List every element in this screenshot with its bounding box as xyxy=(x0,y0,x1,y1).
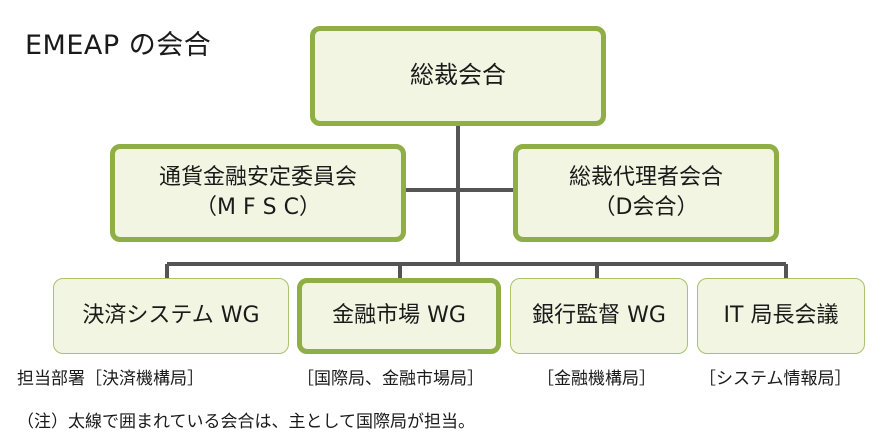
node-deputies-name: 総裁代理者会合 xyxy=(568,164,723,190)
node-governors-label: 総裁会合 xyxy=(410,61,506,90)
node-mfsc-abbr: （M F S C） xyxy=(195,195,321,220)
node-mfsc: 通貨金融安定委員会 （M F S C） xyxy=(110,144,406,242)
node-wg-financial-markets: 金融市場 WG xyxy=(297,278,501,354)
department-it: ［システム情報局］ xyxy=(699,369,852,389)
node-wg-payment-label: 決済システム WG xyxy=(82,302,260,328)
node-deputies-meeting: 総裁代理者会合 （D会合） xyxy=(513,144,779,242)
diagram-title: EMEAP の会合 xyxy=(25,30,212,61)
department-prefix: 担当部署 xyxy=(17,369,85,389)
node-wg-banking-supervision: 銀行監督 WG xyxy=(510,278,688,354)
node-wg-markets-label: 金融市場 WG xyxy=(332,302,466,328)
department-row-label: 担当部署［決済機構局］ xyxy=(17,364,204,389)
footnote: （注）太線で囲まれている会合は、主として国際局が担当。 xyxy=(17,412,475,432)
department-banking: ［金融機構局］ xyxy=(537,369,656,389)
node-deputies-abbr: （D会合） xyxy=(593,195,699,220)
node-mfsc-name: 通貨金融安定委員会 xyxy=(158,164,357,190)
node-governors-meeting: 総裁会合 xyxy=(310,26,606,126)
node-it-directors-meeting: IT 局長会議 xyxy=(697,278,865,354)
department-markets: ［国際局、金融市場局］ xyxy=(297,369,484,389)
node-it-label: IT 局長会議 xyxy=(723,302,839,328)
department-payment: ［決済機構局］ xyxy=(85,369,204,389)
node-wg-banking-label: 銀行監督 WG xyxy=(532,302,666,328)
node-wg-payment-systems: 決済システム WG xyxy=(53,278,289,354)
